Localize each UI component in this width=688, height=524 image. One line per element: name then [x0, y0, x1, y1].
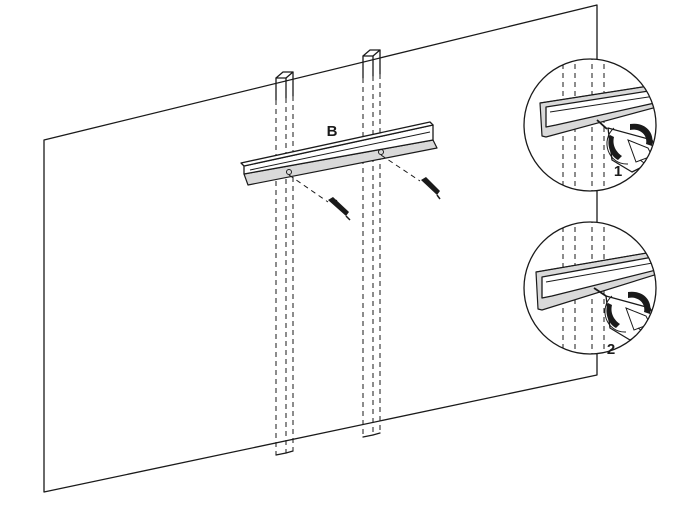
- detail-circle-1: [523, 58, 657, 192]
- label-step-2: 2: [607, 341, 615, 358]
- detail-circle-2: [523, 221, 657, 355]
- bracket-hole-left: [286, 169, 292, 175]
- screw-left: [328, 197, 351, 221]
- screw-right: [421, 177, 441, 200]
- bracket-hole-right: [378, 149, 384, 155]
- label-step-1: 1: [614, 163, 622, 180]
- stud-right: [362, 49, 381, 438]
- wall-bracket: [240, 121, 438, 186]
- stud-left: [275, 71, 294, 456]
- label-bracket-b: B: [327, 123, 338, 140]
- wall-panel: [43, 4, 598, 493]
